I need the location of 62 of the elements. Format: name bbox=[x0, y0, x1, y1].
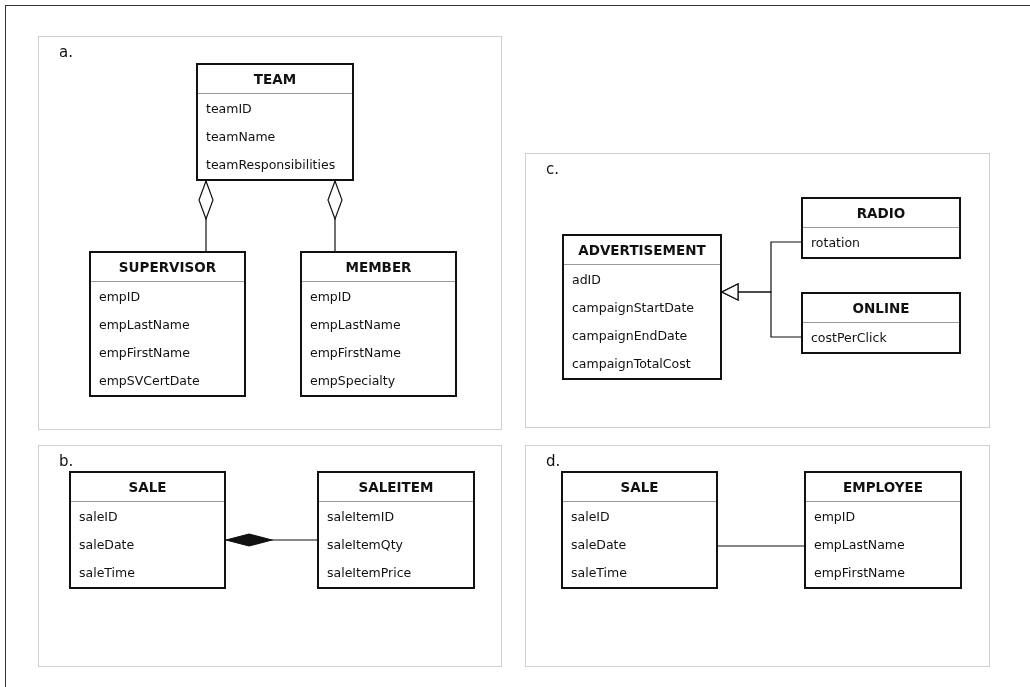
class-name: TEAM bbox=[198, 65, 352, 94]
attribute-text: empLastName bbox=[309, 316, 402, 334]
attribute-text: saleID bbox=[78, 508, 119, 526]
class-name: SALE bbox=[563, 473, 716, 502]
panel-label: d. bbox=[546, 452, 561, 470]
panel-frame bbox=[38, 445, 502, 667]
attribute-text: saleTime bbox=[78, 564, 136, 582]
attribute-text: empFirstName bbox=[813, 564, 906, 582]
class-box bbox=[804, 471, 962, 589]
class-name: MEMBER bbox=[302, 253, 455, 282]
class-name: EMPLOYEE bbox=[806, 473, 960, 502]
attribute-text: empLastName bbox=[813, 536, 906, 554]
class-box bbox=[801, 197, 961, 259]
class-name: ADVERTISEMENT bbox=[564, 236, 720, 265]
panel-frame bbox=[525, 153, 990, 428]
association-line bbox=[198, 180, 214, 252]
class-box bbox=[801, 292, 961, 354]
attribute-text: saleID bbox=[570, 508, 611, 526]
class-box bbox=[196, 63, 354, 181]
attribute-text: empSVCertDate bbox=[98, 372, 201, 390]
attribute-text: teamID bbox=[205, 100, 253, 118]
panel-frame bbox=[525, 445, 990, 667]
attribute-text: campaignEndDate bbox=[571, 327, 689, 345]
class-name: SUPERVISOR bbox=[91, 253, 244, 282]
class-box bbox=[89, 251, 246, 397]
class-box bbox=[317, 471, 475, 589]
attribute-text: adID bbox=[571, 271, 602, 289]
attribute-text: empID bbox=[98, 288, 142, 306]
class-name: RADIO bbox=[803, 199, 959, 228]
attribute-text: teamName bbox=[205, 128, 277, 146]
attribute-text: empID bbox=[813, 508, 857, 526]
panel-frame bbox=[38, 36, 502, 430]
panel-label: a. bbox=[59, 43, 73, 61]
class-box bbox=[561, 471, 718, 589]
attribute-text: empFirstName bbox=[309, 344, 402, 362]
class-box bbox=[69, 471, 226, 589]
class-box bbox=[300, 251, 457, 397]
attribute-text: saleDate bbox=[78, 536, 136, 554]
class-name: SALEITEM bbox=[319, 473, 473, 502]
attribute-text: rotation bbox=[810, 234, 862, 252]
class-name: ONLINE bbox=[803, 294, 959, 323]
attribute-text: campaignTotalCost bbox=[571, 355, 692, 373]
attribute-text: saleDate bbox=[570, 536, 628, 554]
attribute-text: saleTime bbox=[570, 564, 628, 582]
generalization-arrow bbox=[721, 283, 802, 338]
attribute-text: costPerClick bbox=[810, 329, 888, 347]
attribute-text: empID bbox=[309, 288, 353, 306]
attribute-text: teamResponsibilities bbox=[205, 156, 337, 174]
class-box bbox=[562, 234, 722, 380]
association-line bbox=[225, 533, 318, 547]
attribute-text: empFirstName bbox=[98, 344, 191, 362]
association-line bbox=[327, 180, 343, 252]
attribute-text: campaignStartDate bbox=[571, 299, 696, 317]
association-line bbox=[717, 545, 805, 547]
panel-label: c. bbox=[546, 160, 559, 178]
panel-label: b. bbox=[59, 452, 74, 470]
class-name: SALE bbox=[71, 473, 224, 502]
attribute-text: saleItemQty bbox=[326, 536, 404, 554]
attribute-text: saleItemPrice bbox=[326, 564, 413, 582]
attribute-text: saleItemID bbox=[326, 508, 396, 526]
attribute-text: empLastName bbox=[98, 316, 191, 334]
attribute-text: empSpecialty bbox=[309, 372, 397, 390]
